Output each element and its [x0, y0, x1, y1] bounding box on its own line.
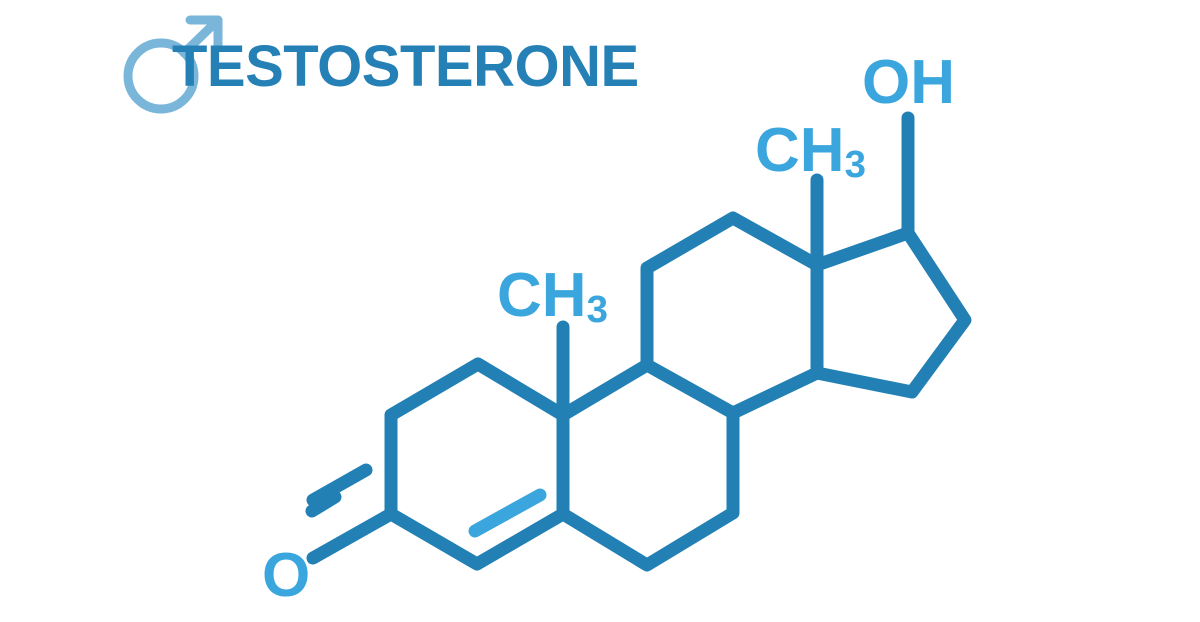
subscript-3: 3 [844, 143, 866, 187]
subscript-3: 3 [586, 288, 608, 332]
bond-ring-b [556, 358, 740, 572]
label-methyl-left: CH3 [497, 261, 608, 332]
male-gender-symbol-icon [123, 15, 223, 114]
bond-ketone-inner [305, 490, 342, 518]
bond-ketone-outer [306, 507, 398, 565]
label-ketone-oxygen: O [262, 541, 311, 610]
bond-ring-c [640, 211, 824, 420]
page-title: TESTOSTERONE [172, 34, 639, 99]
bond-ring-a-double-inner [468, 488, 547, 538]
bond-ring-d [810, 226, 972, 399]
label-methyl-top: CH3 [755, 116, 866, 187]
label-hydroxyl: OH [862, 48, 955, 117]
bond-ketone-second [306, 463, 373, 507]
